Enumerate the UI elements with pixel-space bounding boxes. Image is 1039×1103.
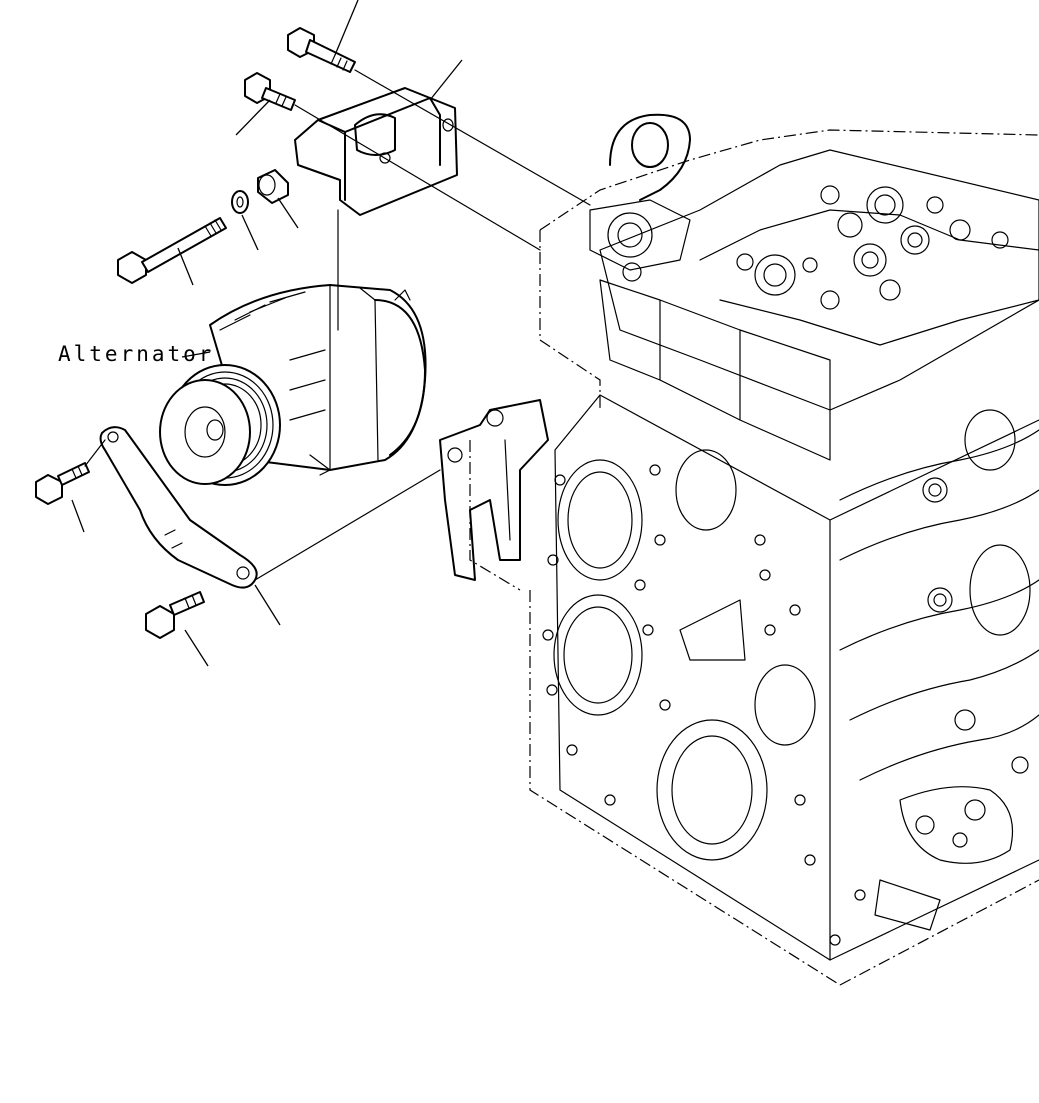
alternator (159, 284, 427, 486)
bolt-link-left (35, 462, 90, 505)
bolt-upper (244, 72, 296, 111)
adjusting-link (99, 426, 258, 589)
bolt-long-through (117, 217, 227, 284)
bolt-top-long (287, 27, 356, 73)
bolt-link-lower (145, 591, 205, 639)
engine-block (469, 113, 1039, 986)
head-bosses (736, 185, 1009, 310)
spacer-collar (257, 169, 289, 204)
alternator-label: Alternator (58, 342, 214, 366)
leader-lines (71, 0, 463, 667)
washer (231, 190, 249, 214)
mounting-bracket-engine (439, 399, 549, 581)
alternator-upper-bracket (294, 87, 458, 216)
assembly-centerlines (84, 69, 591, 581)
plate-bolt-holes (542, 464, 866, 946)
